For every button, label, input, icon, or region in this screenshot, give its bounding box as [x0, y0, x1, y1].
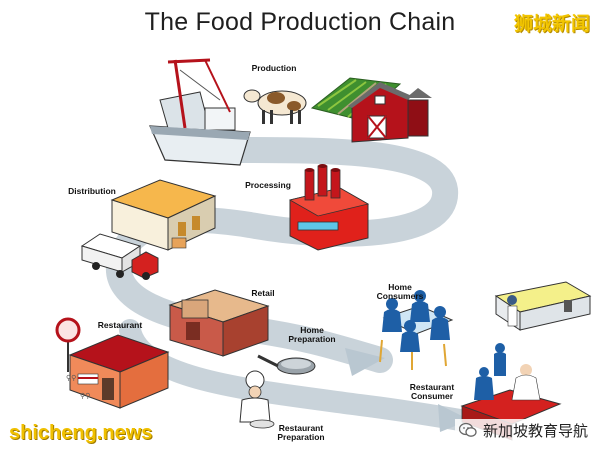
svg-text:⚲⚲: ⚲⚲	[66, 375, 76, 382]
wechat-icon	[458, 422, 477, 437]
label-restaurant-preparation: Restaurant Preparation	[277, 423, 325, 443]
buffet-counter-icon	[494, 281, 592, 331]
cow-icon	[243, 89, 307, 124]
label-distribution: Distribution	[68, 186, 116, 196]
barn-icon	[348, 82, 432, 143]
label-processing: Processing	[245, 180, 291, 190]
label-production: Production	[251, 63, 297, 73]
brand-watermark-top: 狮城新闻	[513, 13, 590, 35]
label-restaurant: Restaurant	[97, 320, 143, 330]
label-home-consumers: Home Consumers	[376, 282, 424, 302]
diagram-title: The Food Production Chain	[144, 8, 456, 36]
brand-watermark-bottom: shicheng.news	[9, 422, 153, 444]
wechat-watermark: 新加坡教育导航	[454, 419, 592, 441]
arrow-to-home-consumers	[345, 348, 385, 376]
label-restaurant-consumer: Restaurant Consumer	[409, 382, 455, 402]
chef-icon	[239, 370, 275, 429]
arrow-to-restaurant-consumer	[438, 404, 470, 432]
restaurant-building-icon: ⚲⚲ ⚲⚲	[55, 317, 170, 409]
processing-plant-icon	[288, 164, 370, 251]
home-consumers-icon	[379, 290, 454, 370]
warehouse-icon	[110, 179, 217, 251]
svg-text:⚲⚲: ⚲⚲	[80, 393, 90, 400]
label-retail: Retail	[251, 288, 275, 298]
fishing-boat-icon	[149, 58, 251, 166]
delivery-truck-icon	[80, 233, 159, 280]
cooking-pan-icon	[257, 354, 316, 375]
retail-store-icon	[168, 289, 270, 357]
wechat-account-name: 新加坡教育导航	[482, 421, 588, 440]
label-home-preparation: Home Preparation	[288, 325, 336, 345]
